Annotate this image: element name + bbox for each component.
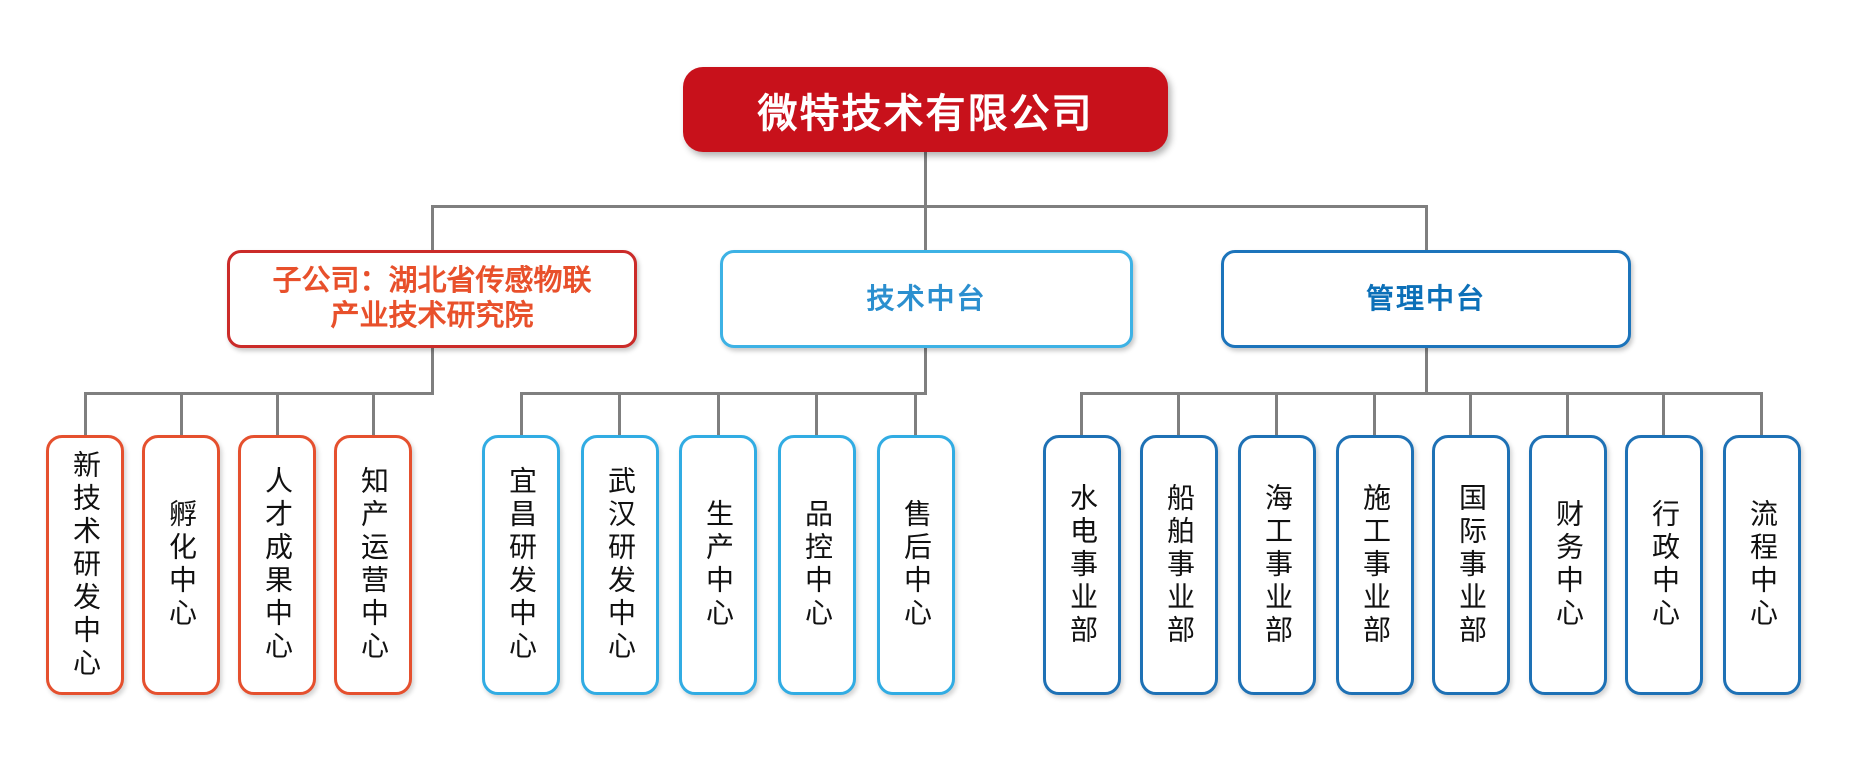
node-international-division: 国际事业部 <box>1432 435 1510 695</box>
connector-sub-drop-subsidiary <box>431 348 434 392</box>
connector-leaf-drop <box>1275 392 1278 435</box>
connector-leaf-drop <box>717 392 720 435</box>
connector-leaf-drop <box>914 392 917 435</box>
connector-bus-tech <box>520 392 927 395</box>
node-hydropower-division: 水电事业部 <box>1043 435 1121 695</box>
leaf-label: 新技术研发中心 <box>70 449 101 681</box>
connector-leaf-drop <box>1469 392 1472 435</box>
connector-leaf-drop <box>618 392 621 435</box>
node-subsidiary-research-institute: 子公司：湖北省传感物联 产业技术研究院 <box>227 250 637 348</box>
leaf-label: 人才成果中心 <box>262 466 293 664</box>
node-wuhan-rd-center: 武汉研发中心 <box>581 435 659 695</box>
leaf-label: 生产中心 <box>703 499 734 631</box>
connector-leaf-drop <box>815 392 818 435</box>
leaf-label: 武汉研发中心 <box>605 466 636 664</box>
leaf-label: 施工事业部 <box>1360 482 1391 648</box>
connector-leaf-drop <box>1177 392 1180 435</box>
leaf-label: 知产运营中心 <box>358 466 389 664</box>
node-after-sales-center: 售后中心 <box>877 435 955 695</box>
connector-bus-level1 <box>431 205 1428 208</box>
connector-leaf-drop <box>276 392 279 435</box>
node-admin-center: 行政中心 <box>1625 435 1703 695</box>
subsidiary-label-line1: 子公司：湖北省传感物联 <box>272 264 592 297</box>
leaf-label: 船舶事业部 <box>1164 482 1195 648</box>
connector-drop-subsidiary <box>431 205 434 250</box>
leaf-label: 行政中心 <box>1649 499 1680 631</box>
connector-leaf-drop <box>1662 392 1665 435</box>
node-quality-control-center: 品控中心 <box>778 435 856 695</box>
connector-sub-drop-mgmt <box>1425 348 1428 392</box>
node-offshore-engineering-division: 海工事业部 <box>1238 435 1316 695</box>
node-process-center: 流程中心 <box>1723 435 1801 695</box>
node-tech-middle-platform: 技术中台 <box>720 250 1133 348</box>
node-talent-achievement-center: 人才成果中心 <box>238 435 316 695</box>
connector-drop-tech <box>924 205 927 250</box>
connector-leaf-drop <box>1080 392 1083 435</box>
connector-bus-subsidiary <box>84 392 434 395</box>
leaf-label: 国际事业部 <box>1456 482 1487 648</box>
leaf-label: 宜昌研发中心 <box>506 466 537 664</box>
leaf-label: 售后中心 <box>901 499 932 631</box>
leaf-label: 财务中心 <box>1553 499 1584 631</box>
node-new-tech-rd-center: 新技术研发中心 <box>46 435 124 695</box>
connector-drop-mgmt <box>1425 205 1428 250</box>
connector-leaf-drop <box>1566 392 1569 435</box>
connector-leaf-drop <box>1373 392 1376 435</box>
connector-leaf-drop <box>84 392 87 435</box>
leaf-label: 流程中心 <box>1747 499 1778 631</box>
connector-leaf-drop <box>1760 392 1763 435</box>
connector-bus-mgmt <box>1080 392 1763 395</box>
connector-sub-drop-tech <box>924 348 927 392</box>
leaf-label: 海工事业部 <box>1262 482 1293 648</box>
connector-leaf-drop <box>372 392 375 435</box>
node-company-root: 微特技术有限公司 <box>683 67 1168 152</box>
node-shipbuilding-division: 船舶事业部 <box>1140 435 1218 695</box>
leaf-label: 水电事业部 <box>1067 482 1098 648</box>
node-mgmt-middle-platform: 管理中台 <box>1221 250 1631 348</box>
node-yichang-rd-center: 宜昌研发中心 <box>482 435 560 695</box>
node-finance-center: 财务中心 <box>1529 435 1607 695</box>
node-construction-division: 施工事业部 <box>1336 435 1414 695</box>
node-ip-operation-center: 知产运营中心 <box>334 435 412 695</box>
connector-leaf-drop <box>180 392 183 435</box>
connector-leaf-drop <box>520 392 523 435</box>
node-incubation-center: 孵化中心 <box>142 435 220 695</box>
leaf-label: 品控中心 <box>802 499 833 631</box>
subsidiary-label-line2: 产业技术研究院 <box>330 300 534 332</box>
leaf-label: 孵化中心 <box>166 499 197 631</box>
connector-trunk-line <box>924 152 927 208</box>
node-production-center: 生产中心 <box>679 435 757 695</box>
